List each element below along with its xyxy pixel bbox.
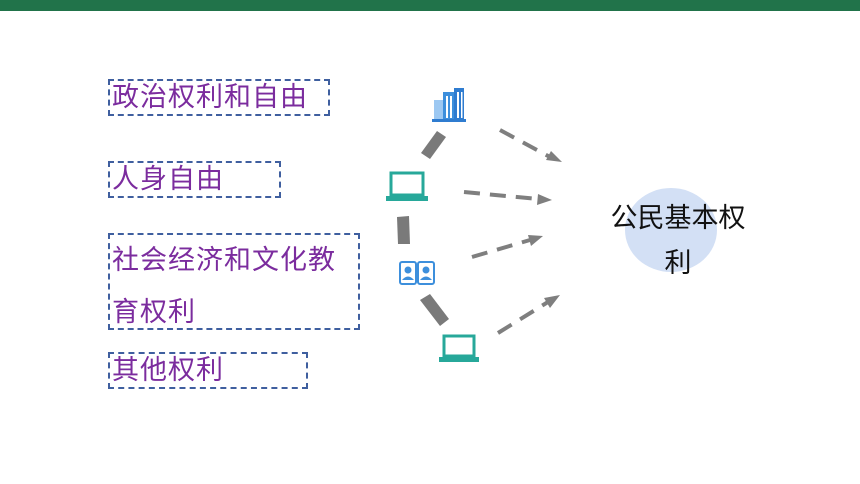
top-bar: [0, 0, 860, 11]
building-icon: [432, 88, 466, 122]
right-box-social-economic-cultural: 社会经济和文化教育权利: [108, 233, 360, 330]
id-cards-icon: [399, 261, 435, 285]
laptop-icon: [439, 334, 479, 362]
dashed-arrow: [496, 295, 560, 335]
laptop-icon: [386, 171, 428, 201]
arc-segment: [420, 294, 449, 326]
arc-segment: [397, 216, 410, 244]
dashed-arrow: [499, 128, 562, 162]
arc-segment: [421, 131, 446, 159]
dashed-arrow: [471, 235, 543, 259]
center-label: 公民基本权利: [610, 203, 746, 279]
right-box-political: 政治权利和自由: [108, 79, 330, 116]
right-box-other: 其他权利: [108, 352, 308, 389]
center-circle: [625, 188, 717, 272]
dashed-arrow: [463, 190, 552, 205]
right-box-personal-freedom: 人身自由: [108, 161, 281, 198]
